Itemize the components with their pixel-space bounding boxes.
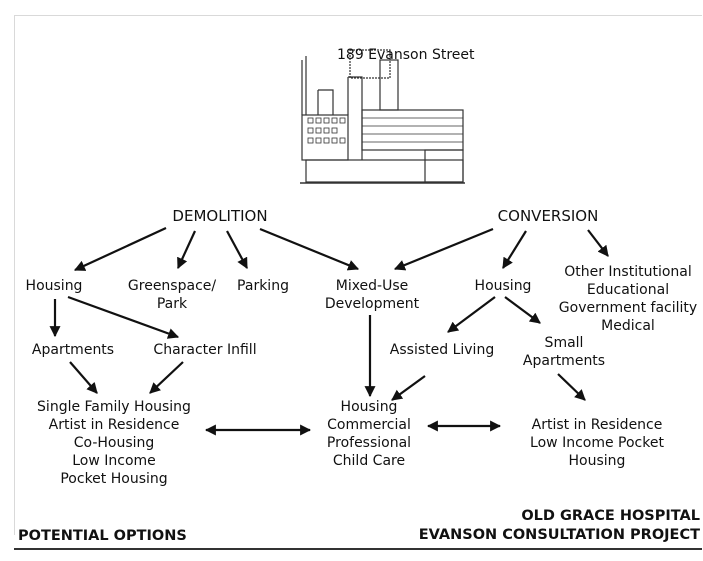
arrow-demolition-greenspace xyxy=(177,230,196,269)
arrow-to-center-outcome xyxy=(391,375,426,401)
building-sketch xyxy=(300,49,465,184)
footer-potential-options: POTENTIAL OPTIONS xyxy=(18,528,187,544)
footer-rule xyxy=(14,548,702,550)
arrow-apartments-single-family xyxy=(69,361,98,394)
node-apartments: Apartments xyxy=(31,342,115,358)
arrows xyxy=(49,227,609,436)
arrow-demolition-parking xyxy=(226,230,248,269)
arrow-housing-character-infill xyxy=(67,295,180,339)
node-housing-demolition: Housing xyxy=(25,278,83,294)
node-demolition: DEMOLITION xyxy=(172,207,268,225)
frame-top-border xyxy=(14,15,702,16)
node-assisted-living: Assisted Living xyxy=(389,342,495,358)
node-housing-conversion: Housing xyxy=(474,278,532,294)
arrow-demolition-housing xyxy=(74,227,167,271)
arrow-conversion-other xyxy=(587,229,609,257)
node-greenspace: Greenspace/Park xyxy=(127,278,217,312)
arrow-housing-small-apartments xyxy=(504,296,541,324)
node-conversion: CONVERSION xyxy=(497,207,599,225)
arrow-housing-assisted-living xyxy=(447,296,496,333)
frame-left-border xyxy=(14,15,15,535)
node-parking: Parking xyxy=(237,278,289,294)
arrow-conversion-mixed-use xyxy=(393,227,494,271)
address-label: 189 Evanson Street xyxy=(337,47,475,63)
arrow-demolition-mixed-use xyxy=(259,227,360,271)
arrow-infill-single-family xyxy=(149,361,184,394)
arrow-conversion-housing xyxy=(502,230,527,269)
arrow-small-apartments-right xyxy=(557,373,586,401)
node-character-infill: Character Infill xyxy=(153,342,257,358)
